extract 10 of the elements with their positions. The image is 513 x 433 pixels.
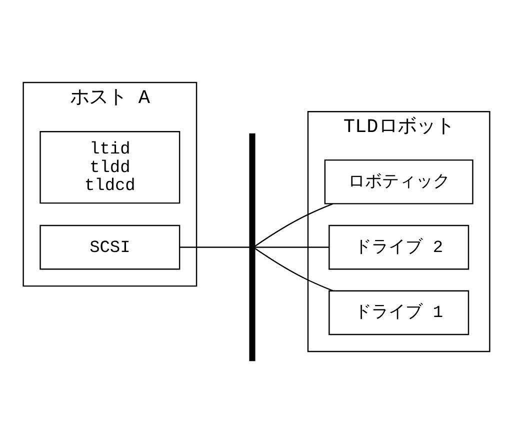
connector — [254, 202, 334, 246]
connector — [180, 246, 250, 248]
node-box: ドライブ 2 — [328, 224, 470, 270]
connector — [254, 247, 334, 291]
node-box: ドライブ 1 — [328, 290, 470, 335]
node-box: ltid tldd tldcd — [40, 130, 180, 204]
node-box: ロボティック — [324, 158, 474, 204]
connector — [255, 246, 330, 248]
node-box: SCSI — [40, 224, 180, 270]
node-bar — [249, 132, 256, 361]
